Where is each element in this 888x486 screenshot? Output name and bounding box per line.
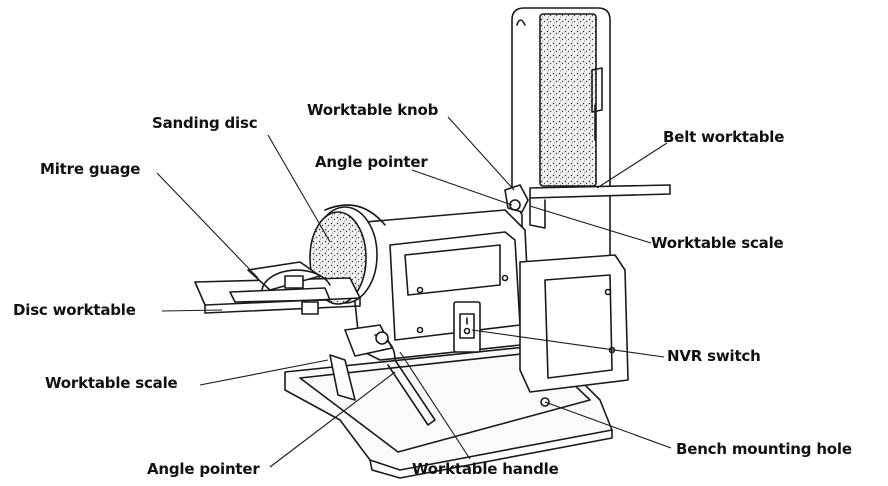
label-worktable-scale-left: Worktable scale — [45, 374, 178, 392]
leader-worktable-scale-left — [199, 359, 329, 386]
label-sanding-disc: Sanding disc — [152, 114, 258, 132]
leader-sanding-disc — [267, 134, 331, 243]
leader-worktable-handle — [399, 351, 471, 460]
tilt-assembly — [329, 324, 436, 426]
label-mitre-guage: Mitre guage — [40, 160, 141, 178]
leader-lines — [156, 116, 672, 468]
label-angle-pointer-top: Angle pointer — [315, 153, 428, 171]
leader-nvr-switch — [471, 329, 665, 358]
label-disc-worktable: Disc worktable — [13, 301, 136, 319]
label-nvr-switch: NVR switch — [667, 347, 761, 365]
leader-belt-worktable — [596, 142, 668, 189]
leader-worktable-knob — [447, 116, 515, 191]
label-worktable-knob: Worktable knob — [307, 101, 439, 119]
nvr-switch-box — [453, 301, 481, 353]
label-bench-mounting-hole: Bench mounting hole — [676, 440, 852, 458]
leader-bench-mounting-hole — [544, 401, 672, 449]
belt-column — [511, 7, 611, 286]
leader-angle-pointer-top — [411, 169, 513, 206]
leader-mitre-guage — [156, 172, 259, 279]
label-worktable-scale-right: Worktable scale — [651, 234, 784, 252]
label-angle-pointer-bottom: Angle pointer — [147, 460, 260, 478]
leader-disc-worktable — [161, 309, 223, 312]
label-worktable-handle: Worktable handle — [412, 460, 559, 478]
belt-worktable — [504, 184, 671, 229]
leader-worktable-scale-right — [529, 205, 652, 244]
leader-angle-pointer-bottom — [269, 371, 396, 468]
mitre-gauge — [247, 261, 331, 315]
label-belt-worktable: Belt worktable — [663, 128, 785, 146]
side-panel — [519, 254, 629, 393]
